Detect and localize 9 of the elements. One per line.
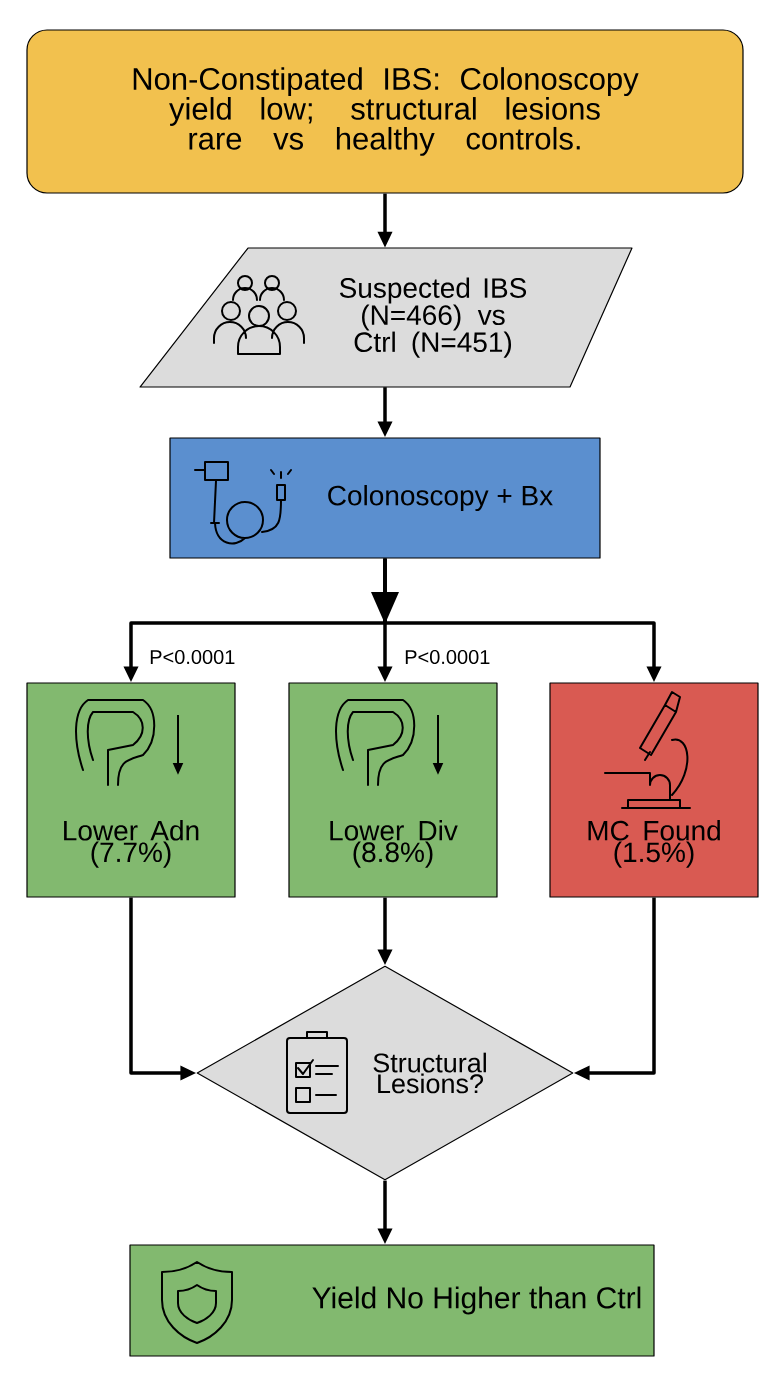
result-box: Lower Adn (7.7%) xyxy=(26,682,236,898)
edge-label: P<0.0001 xyxy=(403,648,492,666)
result-box: Lower Div (8.8%) xyxy=(288,682,498,898)
process-box: Colonoscopy + Bx xyxy=(169,437,601,559)
result-box: MC Found (1.5%) xyxy=(549,682,759,898)
outcome-box: Yield No Higher than Ctrl xyxy=(129,1244,655,1357)
edge-label: P<0.0001 xyxy=(148,648,237,666)
title-box: Non-Constipated IBS: Colonoscopy yield low; structural lesions rare vs healthy controls. xyxy=(26,29,744,194)
input-parallelogram: Suspected IBS (N=466) vs Ctrl (N=451) xyxy=(139,247,633,388)
